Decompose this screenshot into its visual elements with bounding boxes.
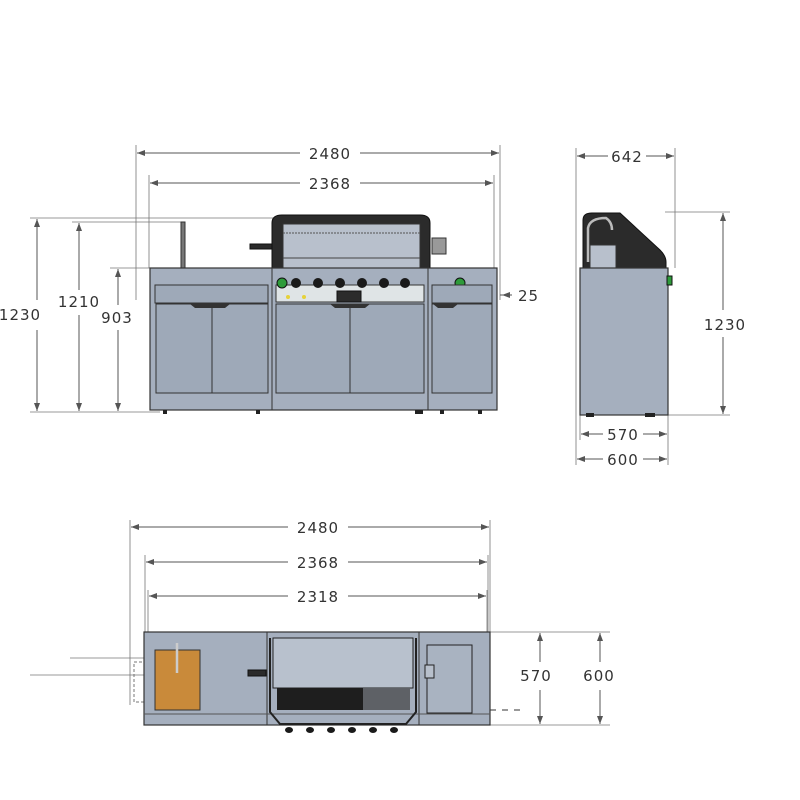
front-view: 2480 2368 1230 1210 903 25 xyxy=(0,145,539,414)
dim-side-overall-depth: 600 xyxy=(577,451,667,469)
dim-side-height: 1230 xyxy=(704,213,746,414)
dim-label: 1230 xyxy=(704,316,746,334)
dim-label: 903 xyxy=(101,309,133,327)
dim-front-overall-height: 1230 xyxy=(0,219,41,411)
door xyxy=(431,303,493,394)
dim-label: 2368 xyxy=(309,175,351,193)
dim-label: 600 xyxy=(583,667,615,685)
dim-label: 2368 xyxy=(297,554,339,572)
dim-label: 570 xyxy=(520,667,552,685)
dim-label: 1210 xyxy=(58,293,100,311)
dim-label: 2318 xyxy=(297,588,339,606)
side-burner xyxy=(426,644,473,714)
door xyxy=(349,303,425,394)
dim-top-overall-width: 2480 xyxy=(131,519,489,537)
dim-label: 2480 xyxy=(297,519,339,537)
top-knobs xyxy=(285,727,398,733)
grill-area xyxy=(272,637,414,689)
dim-front-hood-height: 1210 xyxy=(58,223,100,411)
knob[interactable] xyxy=(276,277,288,289)
side-faucet xyxy=(586,216,614,262)
dim-label: 1230 xyxy=(0,306,41,324)
dim-front-offset: 25 xyxy=(500,287,539,305)
knobs xyxy=(276,277,466,289)
display xyxy=(336,290,362,303)
dim-top-body-depth: 570 xyxy=(520,633,552,724)
dim-top-body-width: 2368 xyxy=(146,554,487,572)
door xyxy=(155,303,213,394)
knob[interactable] xyxy=(379,278,389,288)
door xyxy=(275,303,351,394)
knob[interactable] xyxy=(313,278,323,288)
dim-front-overall-width: 2480 xyxy=(137,145,499,163)
dim-label: 600 xyxy=(607,451,639,469)
dim-front-body-width: 2368 xyxy=(150,175,493,193)
grill-grate xyxy=(277,688,363,710)
knob[interactable] xyxy=(291,278,301,288)
side-cabinet xyxy=(579,267,669,416)
top-view: 2480 2368 2318 570 600 xyxy=(30,519,615,733)
dim-front-counter-height: 903 xyxy=(101,269,133,411)
dim-top-overall-depth: 600 xyxy=(583,633,615,724)
knob[interactable] xyxy=(400,278,410,288)
dim-top-inner-width: 2318 xyxy=(149,588,486,606)
faucet xyxy=(180,221,186,269)
knob[interactable] xyxy=(357,278,367,288)
hood-handle-left xyxy=(249,243,273,250)
dim-label: 25 xyxy=(518,287,539,305)
rotisserie-motor xyxy=(431,237,447,255)
dim-label: 2480 xyxy=(309,145,351,163)
side-view: 642 1230 570 600 xyxy=(575,148,746,469)
dim-label: 642 xyxy=(611,148,643,166)
dim-side-top-depth: 642 xyxy=(577,148,674,166)
dim-side-body-depth: 570 xyxy=(581,426,667,444)
dim-label: 570 xyxy=(607,426,639,444)
door xyxy=(211,303,269,394)
knob[interactable] xyxy=(335,278,345,288)
